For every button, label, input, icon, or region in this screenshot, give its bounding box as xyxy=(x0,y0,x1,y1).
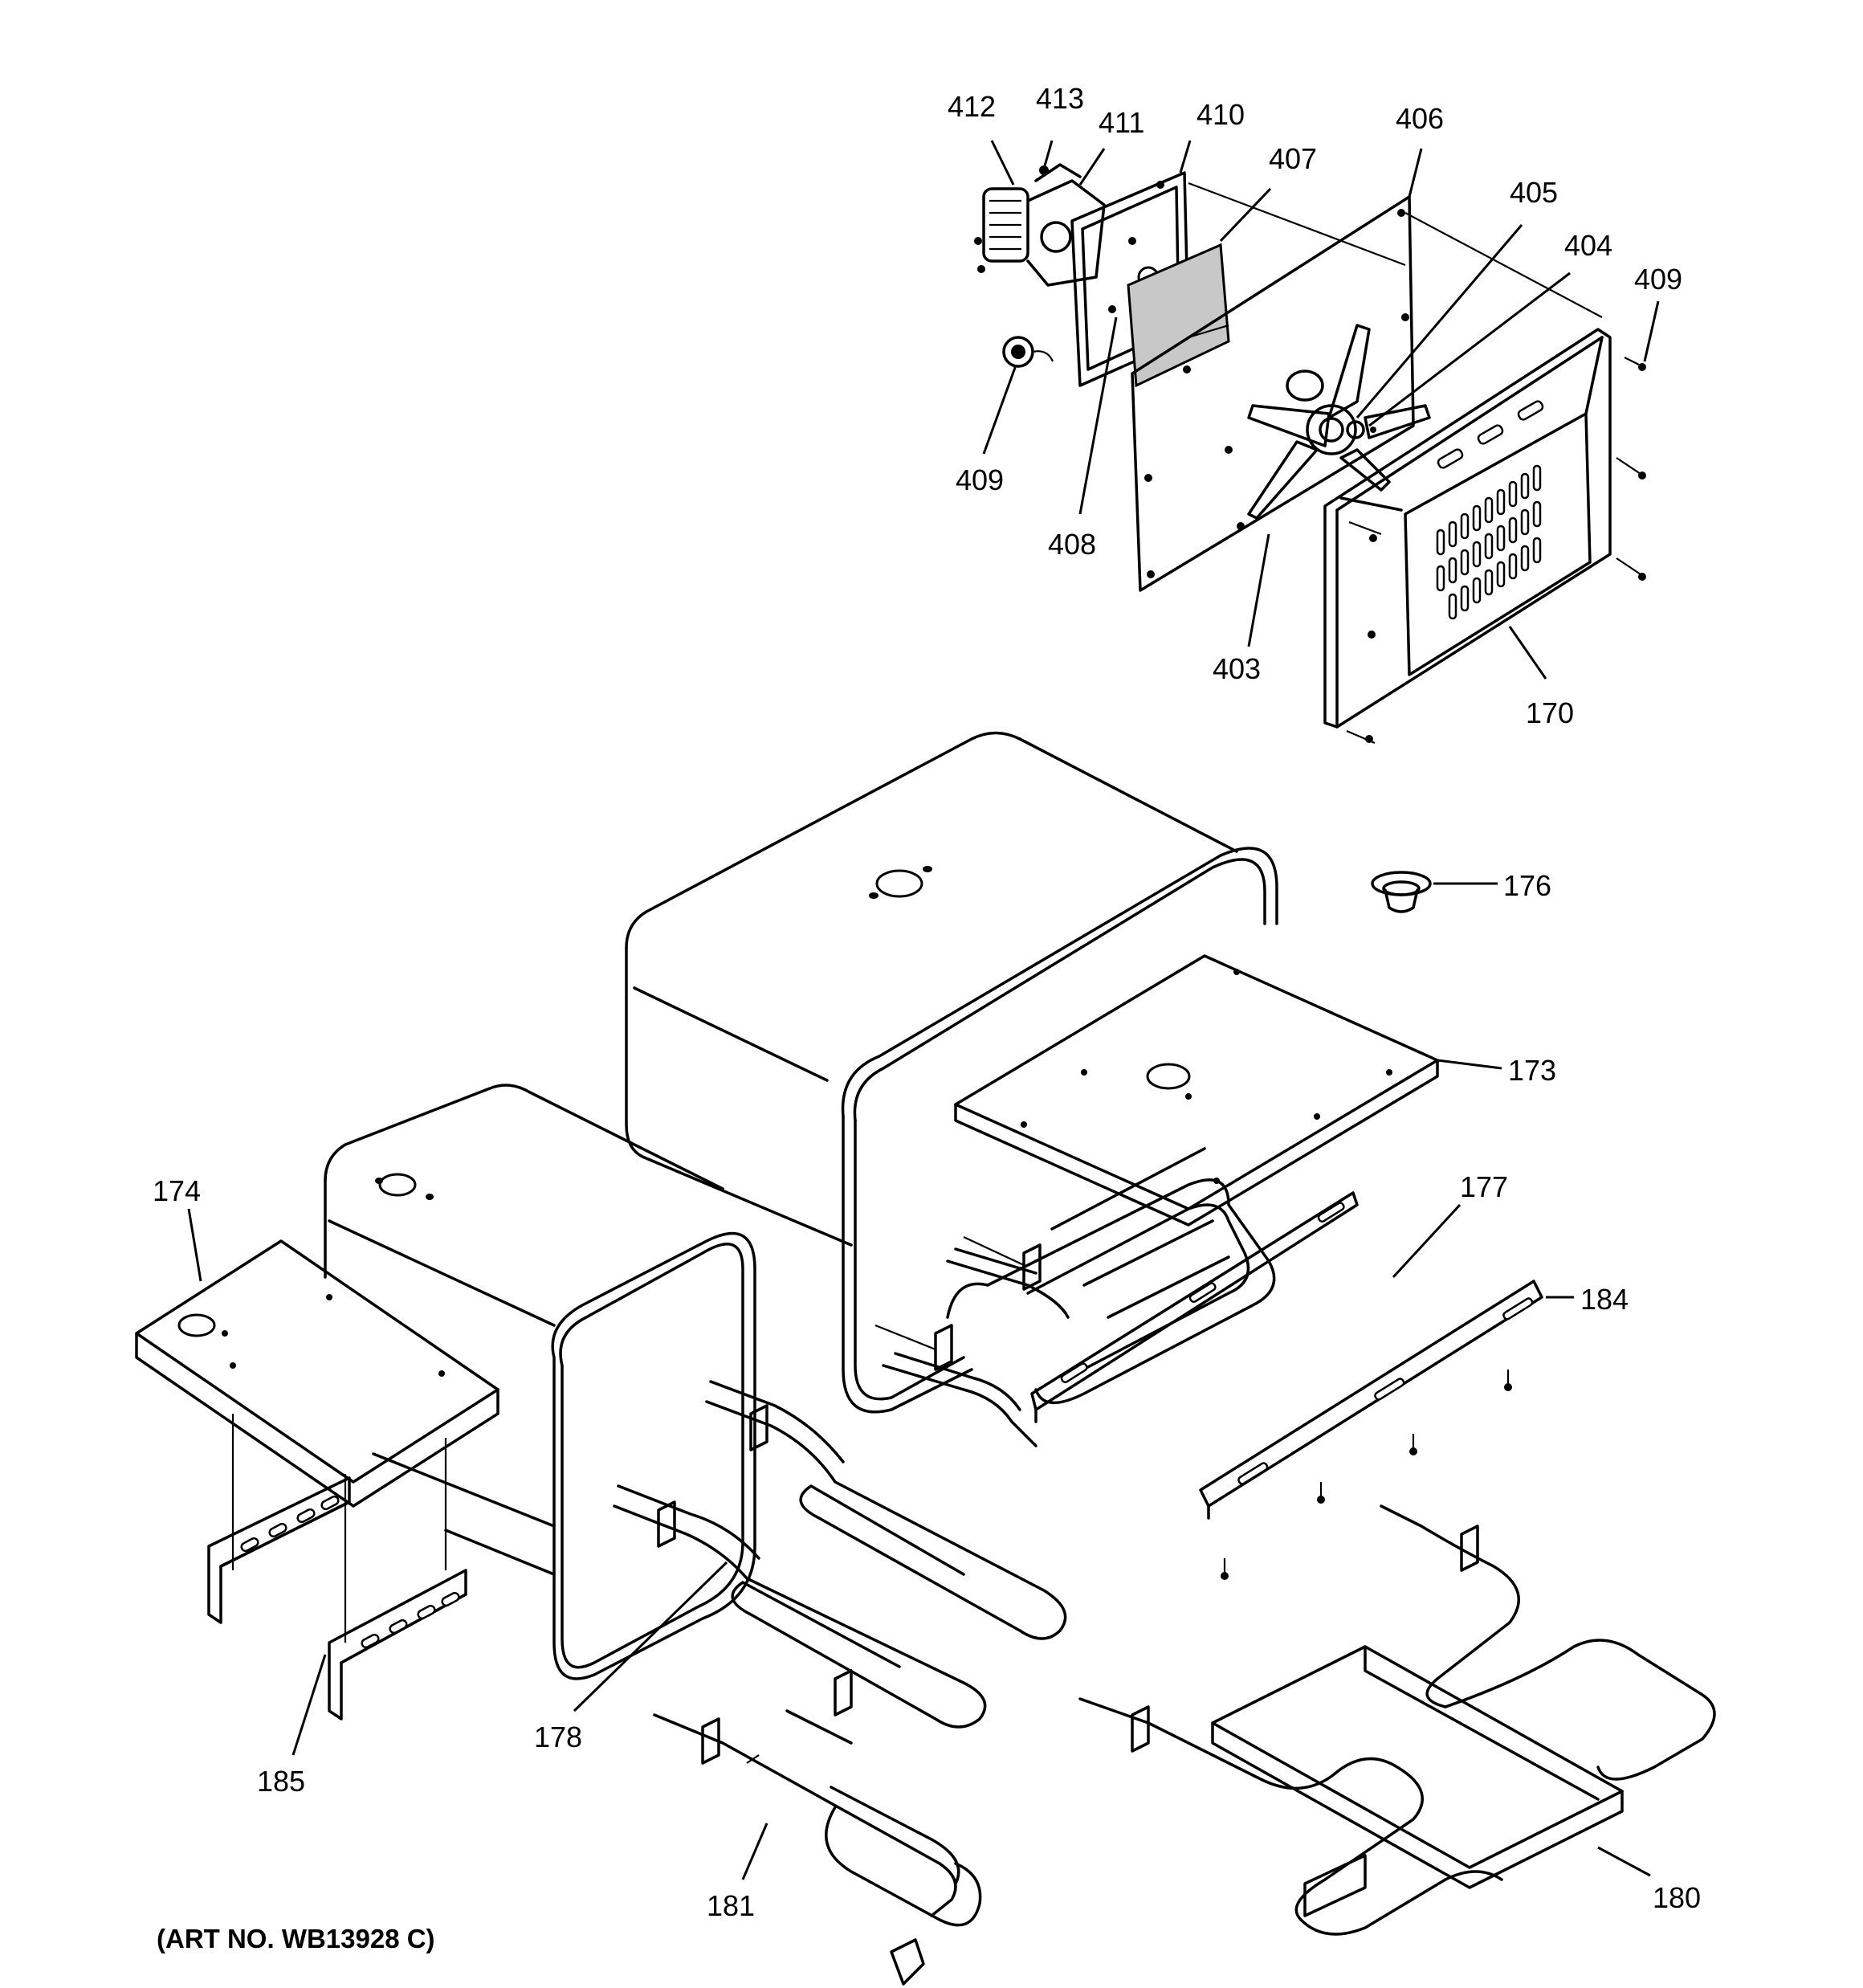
callout-412: 412 xyxy=(948,90,996,123)
temperature-sensor-409 xyxy=(1002,336,1054,368)
callout-labels: 412 413 411 410 407 406 405 404 409 409 … xyxy=(153,82,1701,1922)
fan-blade-403 xyxy=(1247,324,1431,520)
callout-178: 178 xyxy=(534,1721,582,1753)
rail-screws xyxy=(1221,1370,1512,1580)
callout-170: 170 xyxy=(1526,696,1574,729)
side-bracket-185-left xyxy=(207,1476,351,1624)
callout-411: 411 xyxy=(1099,106,1144,139)
callout-410: 410 xyxy=(1196,98,1245,131)
lower-bake-element-178 xyxy=(613,1380,1067,1729)
callout-173: 173 xyxy=(1508,1054,1556,1087)
back-panel-406 xyxy=(1131,195,1415,592)
callout-409-right: 409 xyxy=(1634,263,1682,296)
callout-403: 403 xyxy=(1213,652,1261,685)
callout-174: 174 xyxy=(153,1174,201,1207)
callout-407: 407 xyxy=(1269,142,1317,175)
art-number: (ART NO. WB13928 C) xyxy=(157,1924,435,1953)
lower-oven-cavity xyxy=(324,1084,756,1680)
fan-cover-170 xyxy=(1323,328,1612,743)
upper-bake-element-177 xyxy=(882,1147,1276,1447)
callout-413: 413 xyxy=(1036,82,1084,115)
bracket-guide-lines xyxy=(231,1414,447,1643)
callout-405: 405 xyxy=(1510,176,1558,209)
callout-180: 180 xyxy=(1653,1881,1701,1914)
lower-element-plates xyxy=(657,1404,768,1548)
element-rail-184-lower xyxy=(1199,1280,1543,1520)
callout-176: 176 xyxy=(1503,869,1551,902)
upper-oven-bottom-cover-173 xyxy=(954,954,1439,1227)
callout-185: 185 xyxy=(257,1765,305,1798)
callout-184: 184 xyxy=(1580,1283,1629,1316)
assembly-guide-lines xyxy=(1188,182,1603,339)
callout-409-left: 409 xyxy=(956,463,1004,496)
leader-lines xyxy=(187,140,1660,1880)
fan-cover-screws-409 xyxy=(1346,357,1646,745)
insulation-pad-407 xyxy=(1127,243,1230,388)
callout-408: 408 xyxy=(1048,528,1096,561)
side-bracket-185-right xyxy=(328,1569,467,1721)
motor-bracket-413 xyxy=(1034,163,1082,182)
callout-404: 404 xyxy=(1564,229,1612,262)
lower-oven-top-panel-174 xyxy=(135,1239,499,1508)
upper-oven-cavity xyxy=(625,731,1278,1414)
callout-406: 406 xyxy=(1396,102,1444,135)
callout-181: 181 xyxy=(707,1889,755,1922)
element-mounting-plate xyxy=(874,1236,1042,1371)
element-rail-184-upper xyxy=(1030,1191,1359,1423)
broil-element-180 xyxy=(1078,1504,1716,1936)
vent-slots xyxy=(1436,464,1542,620)
callout-177: 177 xyxy=(1460,1170,1508,1203)
convection-motor-412 xyxy=(974,179,1106,287)
fan-nut-404-405 xyxy=(1346,420,1376,439)
grommet-176 xyxy=(1371,871,1432,913)
broil-element-181 xyxy=(653,1669,982,1986)
